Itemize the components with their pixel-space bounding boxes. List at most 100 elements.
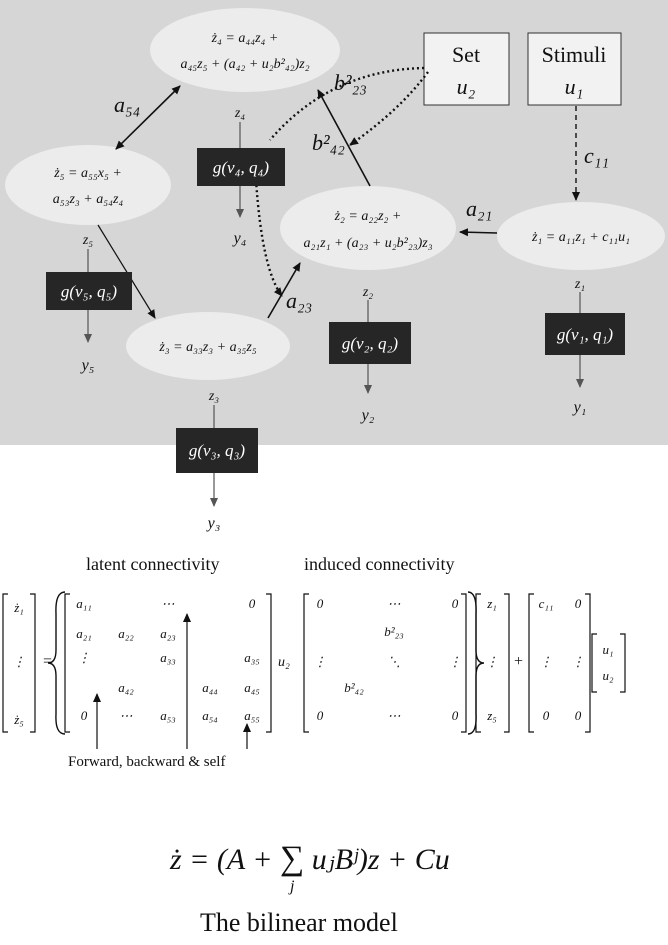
- A-a55: a₅₅: [244, 708, 260, 723]
- node-z5: [5, 145, 171, 225]
- B-zero-br: 0: [452, 708, 459, 723]
- g-label-z5: g(v₅, q₅): [61, 282, 118, 301]
- edge-label-a54: a₅₄: [114, 92, 140, 117]
- z-1: z₁: [486, 596, 497, 611]
- A-a44: a₄₄: [202, 680, 218, 695]
- node-z4-eq-line2: a₄₅z₅ + (a₄₂ + u₂b²₄₂)z₂: [180, 57, 309, 72]
- A-zero-top: 0: [249, 596, 256, 611]
- g-label-z3: g(v₃, q₃): [189, 441, 246, 460]
- B-bracket-right: [461, 593, 467, 733]
- A-vdots: ⋮: [78, 650, 91, 665]
- node-z2-eq-line1: ż₂ = a₂₂z₂ +: [334, 209, 402, 224]
- caption-latent-connectivity: latent connectivity: [86, 554, 220, 574]
- u-2: u₂: [602, 668, 614, 683]
- B-zero-tr: 0: [452, 596, 459, 611]
- modulation-b42-path: [349, 71, 429, 146]
- B-b23: b²₂₃: [384, 624, 403, 639]
- u-bracket-left: [591, 633, 597, 693]
- A-plus-u2: u₂: [278, 655, 290, 670]
- z-bracket-left: [475, 593, 481, 733]
- node-z3: [126, 312, 290, 380]
- B-zero-tl: 0: [317, 596, 324, 611]
- edge-a54: [115, 85, 181, 150]
- eq-sum: ∑ j: [279, 840, 305, 895]
- edge-label-a23: a₂₃: [286, 288, 312, 313]
- A-hdots-top: ⋯: [162, 596, 175, 611]
- zdot-1: ż₁: [13, 600, 24, 615]
- node-z4-eq-line1: ż₄ = a₄₄z₄ +: [211, 31, 279, 46]
- out-label-z1: z₁: [574, 277, 585, 292]
- out-label-z4: z₄: [234, 106, 245, 121]
- output-z1: z₁ g(v₁, q₁) y₁: [545, 277, 625, 416]
- g-box-z3: [176, 428, 258, 473]
- g-box-z2: [329, 322, 411, 364]
- C-zero-top: 0: [575, 596, 582, 611]
- node-z1: [497, 202, 665, 270]
- out-label-z3: z₃: [208, 389, 219, 404]
- B-b42: b²₄₂: [344, 680, 364, 695]
- out-label-z5: z₅: [82, 233, 93, 248]
- A-bracket-left: [64, 593, 70, 733]
- node-z2: [280, 186, 456, 270]
- A-a54: a₅₄: [202, 708, 218, 723]
- modulation-b23-path: [269, 66, 425, 141]
- A-a45: a₄₅: [244, 680, 260, 695]
- edge-a21: [459, 228, 498, 237]
- y-label-z2: y₂: [360, 407, 375, 424]
- caption-forward-backward-self: Forward, backward & self: [68, 754, 225, 770]
- node-z4: [150, 8, 340, 92]
- eq-sum-symbol: ∑: [279, 840, 305, 877]
- B-ddots: ⋱: [388, 654, 401, 669]
- edge-a53: [97, 224, 156, 319]
- g-box-z1: [545, 313, 625, 355]
- y-label-z4: y₄: [232, 230, 247, 247]
- A-a21: a₂₁: [76, 626, 92, 641]
- edge-label-b23: b²₂₃: [334, 70, 367, 95]
- figure-title: The bilinear model: [200, 908, 398, 937]
- B-vdots-left: ⋮: [314, 654, 327, 669]
- curly-brace-left: [47, 591, 66, 735]
- zdot-5: ż₅: [13, 712, 24, 727]
- B-bracket-left: [303, 593, 309, 733]
- output-z5: z₅ g(v₅, q₅) y₅: [46, 233, 132, 374]
- C-c11: c₁₁: [539, 596, 554, 611]
- eq-lhs: ż = (A +: [170, 843, 273, 876]
- input-set-var: u₂: [457, 74, 476, 99]
- equals-sign: =: [43, 653, 52, 670]
- output-z4: z₄ g(v₄, q₄) y₄: [197, 106, 285, 247]
- y-label-z5: y₅: [80, 357, 95, 374]
- node-z1-eq: ż₁ = a₁₁z₁ + c₁₁u₁: [531, 230, 630, 245]
- C-zero-bl: 0: [543, 708, 550, 723]
- modulation-a23-path: [254, 179, 283, 297]
- A-a33: a₃₃: [160, 650, 176, 665]
- g-box-z4: [197, 148, 285, 186]
- node-z3-eq: ż₃ = a₃₃z₃ + a₃₅z₅: [158, 340, 256, 355]
- A-a42: a₄₂: [118, 680, 134, 695]
- C-bracket-left: [528, 593, 534, 733]
- input-stimuli-var: u₁: [565, 74, 584, 99]
- node-z2-eq-line2: a₂₁z₁ + (a₂₃ + u₂b²₂₃)z₃: [303, 236, 432, 251]
- output-z3: z₃ g(v₃, q₃) y₃: [176, 389, 258, 532]
- network-diagram: ż₄ = a₄₄z₄ + a₄₅z₅ + (a₄₂ + u₂b²₄₂)z₂ ż₅…: [5, 8, 665, 532]
- input-set-title: Set: [452, 42, 480, 67]
- eq-rhs: uⱼBʲ)z + Cu: [311, 843, 450, 876]
- C-bracket-right: [585, 593, 591, 733]
- z-dots: ⋮: [486, 654, 499, 669]
- g-box-z5: [46, 272, 132, 310]
- C-vdots-right: ⋮: [572, 654, 585, 669]
- B-vdots-right: ⋮: [449, 654, 462, 669]
- out-label-z2: z₂: [362, 285, 373, 300]
- input-box-set: [423, 32, 510, 106]
- A-a35: a₃₅: [244, 650, 260, 665]
- input-stimuli-title: Stimuli: [542, 42, 607, 67]
- edge-label-c11: c₁₁: [584, 143, 609, 168]
- plus-sign: +: [514, 653, 523, 670]
- u-1: u₁: [602, 642, 613, 657]
- eq-sum-index: j: [289, 878, 295, 895]
- y-label-z3: y₃: [206, 515, 221, 532]
- y-label-z1: y₁: [572, 399, 587, 416]
- A-a23: a₂₃: [160, 626, 176, 641]
- zdot-bracket-right: [30, 593, 36, 733]
- g-label-z1: g(v₁, q₁): [557, 325, 614, 344]
- C-zero-br: 0: [575, 708, 582, 723]
